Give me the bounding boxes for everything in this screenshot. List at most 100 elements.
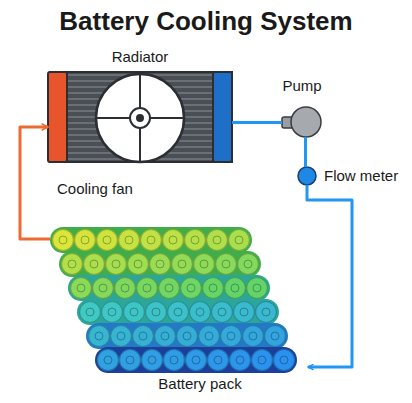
battery-cell	[97, 230, 118, 251]
cell-terminal	[271, 332, 279, 340]
cell-terminal	[196, 308, 204, 316]
cell-terminal	[244, 260, 252, 268]
battery-cell	[102, 302, 123, 323]
battery-cell	[199, 326, 220, 347]
battery-cell	[124, 302, 145, 323]
battery-cell	[172, 254, 193, 275]
battery-cell	[141, 230, 162, 251]
cell-terminal	[104, 356, 112, 364]
battery-cell	[128, 254, 149, 275]
battery-cell	[247, 278, 268, 299]
battery-cell	[168, 302, 189, 323]
cell-terminal	[214, 356, 222, 364]
cell-terminal	[174, 308, 182, 316]
cell-terminal	[191, 236, 199, 244]
cell-terminal	[125, 236, 133, 244]
cell-row	[95, 347, 297, 373]
battery-cell	[71, 278, 92, 299]
battery-cell	[203, 278, 224, 299]
cell-terminal	[280, 356, 288, 364]
node-label: Battery pack	[140, 375, 260, 393]
cell-terminal	[227, 332, 235, 340]
flow-meter: Flow meter	[298, 167, 316, 185]
battery-cell	[225, 278, 246, 299]
battery-cell	[181, 278, 202, 299]
battery-cell	[89, 326, 110, 347]
cell-terminal	[59, 236, 67, 244]
cell-terminal	[108, 308, 116, 316]
battery-cell	[142, 350, 163, 371]
cell-terminal	[231, 284, 239, 292]
pump-symbol	[282, 107, 321, 137]
cell-terminal	[68, 260, 76, 268]
cell-terminal	[187, 284, 195, 292]
cell-terminal	[103, 236, 111, 244]
coolant-pipe	[307, 185, 352, 367]
cell-terminal	[156, 260, 164, 268]
cell-terminal	[262, 308, 270, 316]
battery-cell	[265, 326, 286, 347]
cell-terminal	[139, 332, 147, 340]
cell-terminal	[236, 356, 244, 364]
battery-cell	[229, 230, 250, 251]
cell-terminal	[147, 236, 155, 244]
battery-cell	[256, 302, 277, 323]
node-label: Flow meter	[324, 167, 404, 185]
battery-cell	[137, 278, 158, 299]
battery-cell	[164, 350, 185, 371]
battery-cell	[80, 302, 101, 323]
cell-row	[86, 323, 288, 349]
pump: Pump	[282, 107, 321, 137]
battery-cell	[119, 230, 140, 251]
coolant-pipe	[304, 137, 307, 167]
battery-cell	[120, 350, 141, 371]
battery-cell	[93, 278, 114, 299]
cell-terminal	[169, 236, 177, 244]
cell-terminal	[143, 284, 151, 292]
battery-cell	[146, 302, 167, 323]
cell-terminal	[130, 308, 138, 316]
cell-terminal	[161, 332, 169, 340]
cell-terminal	[165, 284, 173, 292]
battery-cell	[163, 230, 184, 251]
battery-cell	[243, 326, 264, 347]
battery-cell	[216, 254, 237, 275]
battery-cell	[252, 350, 273, 371]
cell-terminal	[209, 284, 217, 292]
battery-cell	[230, 350, 251, 371]
flow-meter-symbol	[298, 167, 316, 185]
cell-terminal	[249, 332, 257, 340]
battery-cell	[106, 254, 127, 275]
fan-symbol	[96, 74, 184, 162]
cell-terminal	[126, 356, 134, 364]
cell-terminal	[235, 236, 243, 244]
cell-row	[77, 299, 279, 325]
cell-row	[68, 275, 270, 301]
cell-terminal	[86, 308, 94, 316]
cell-terminal	[240, 308, 248, 316]
cell-terminal	[77, 284, 85, 292]
battery-cell	[150, 254, 171, 275]
cell-terminal	[200, 260, 208, 268]
cell-row	[59, 251, 261, 277]
cell-terminal	[95, 332, 103, 340]
coolant-pipe	[232, 121, 282, 124]
battery-cell	[111, 326, 132, 347]
battery-cell	[84, 254, 105, 275]
battery-cell	[194, 254, 215, 275]
battery-cell	[212, 302, 233, 323]
cell-terminal	[192, 356, 200, 364]
battery-cells	[50, 227, 297, 373]
cell-terminal	[152, 308, 160, 316]
cell-terminal	[112, 260, 120, 268]
battery-cell	[186, 350, 207, 371]
battery-cell	[221, 326, 242, 347]
cell-terminal	[90, 260, 98, 268]
battery-cell	[274, 350, 295, 371]
cell-terminal	[117, 332, 125, 340]
battery-cell	[62, 254, 83, 275]
cell-terminal	[253, 284, 261, 292]
battery-cell	[75, 230, 96, 251]
radiator: Radiator	[48, 72, 232, 162]
